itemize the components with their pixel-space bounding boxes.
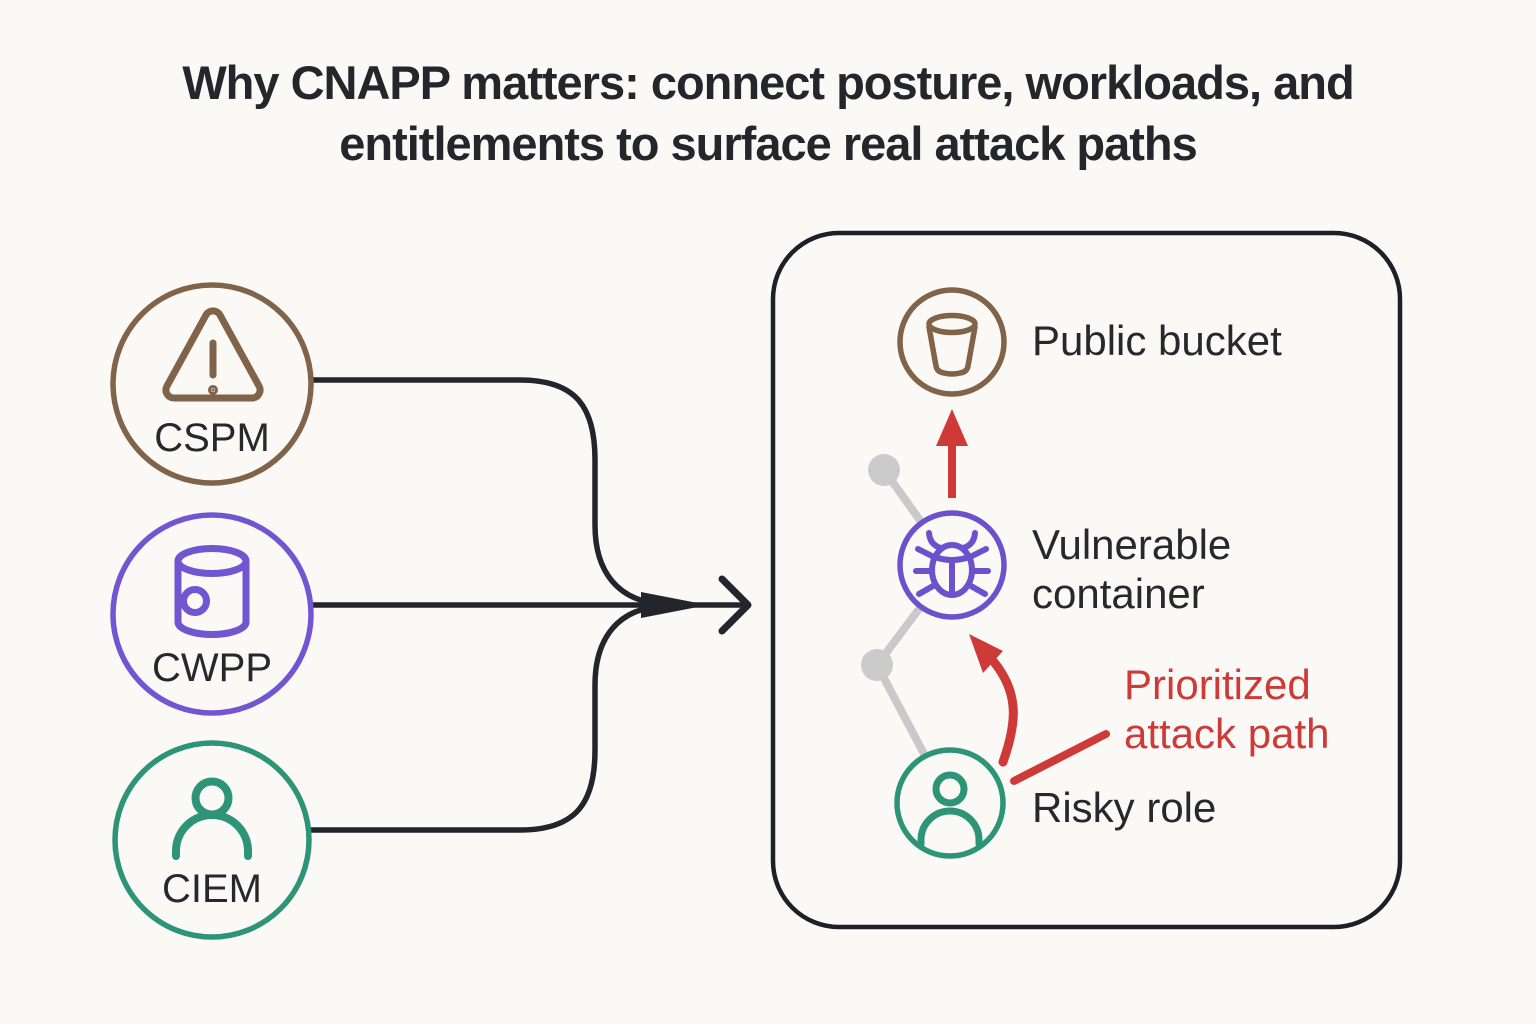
public-bucket-circle <box>897 287 1007 397</box>
graph-dot <box>861 649 893 681</box>
cwpp-circle <box>110 512 314 716</box>
bucket-icon <box>926 312 978 377</box>
attack-path-panel <box>770 230 1403 930</box>
attack-path-arrow-up <box>936 409 968 498</box>
prioritized-attack-path-label: Prioritized attack path <box>1124 661 1330 757</box>
user-icon <box>917 771 983 848</box>
cspm-label: CSPM <box>154 416 270 460</box>
cspm-node <box>110 282 314 486</box>
risky-role-node <box>894 747 1006 859</box>
container-icon <box>174 545 250 638</box>
risky-role-label: Risky role <box>1032 784 1217 831</box>
ciem-label: CIEM <box>162 867 262 911</box>
cspm-circle <box>110 282 314 486</box>
title-line-2: entitlements to surface real attack path… <box>339 117 1198 170</box>
public-bucket-label: Public bucket <box>1032 317 1282 364</box>
user-icon <box>172 777 252 860</box>
graph-dot <box>868 454 900 486</box>
page-title: Why CNAPP matters: connect posture, work… <box>0 52 1536 174</box>
connector-cspm <box>309 377 665 607</box>
cwpp-label: CWPP <box>152 646 272 690</box>
vulnerable-container-node <box>897 510 1007 620</box>
connector-ciem <box>307 603 665 833</box>
annotation-callout-line <box>1010 730 1110 785</box>
ciem-circle <box>112 740 312 940</box>
title-line-1: Why CNAPP matters: connect posture, work… <box>182 56 1354 109</box>
cwpp-node <box>110 512 314 716</box>
merge-wedge <box>641 592 708 618</box>
warning-triangle-icon <box>162 307 264 402</box>
arrowhead-chevron-icon <box>718 575 752 635</box>
bug-icon <box>913 530 991 598</box>
attack-path-arrow-curved <box>969 634 1018 767</box>
vulnerable-container-label: Vulnerable container <box>1032 521 1232 617</box>
public-bucket-node <box>897 287 1007 397</box>
ciem-node <box>112 740 312 940</box>
